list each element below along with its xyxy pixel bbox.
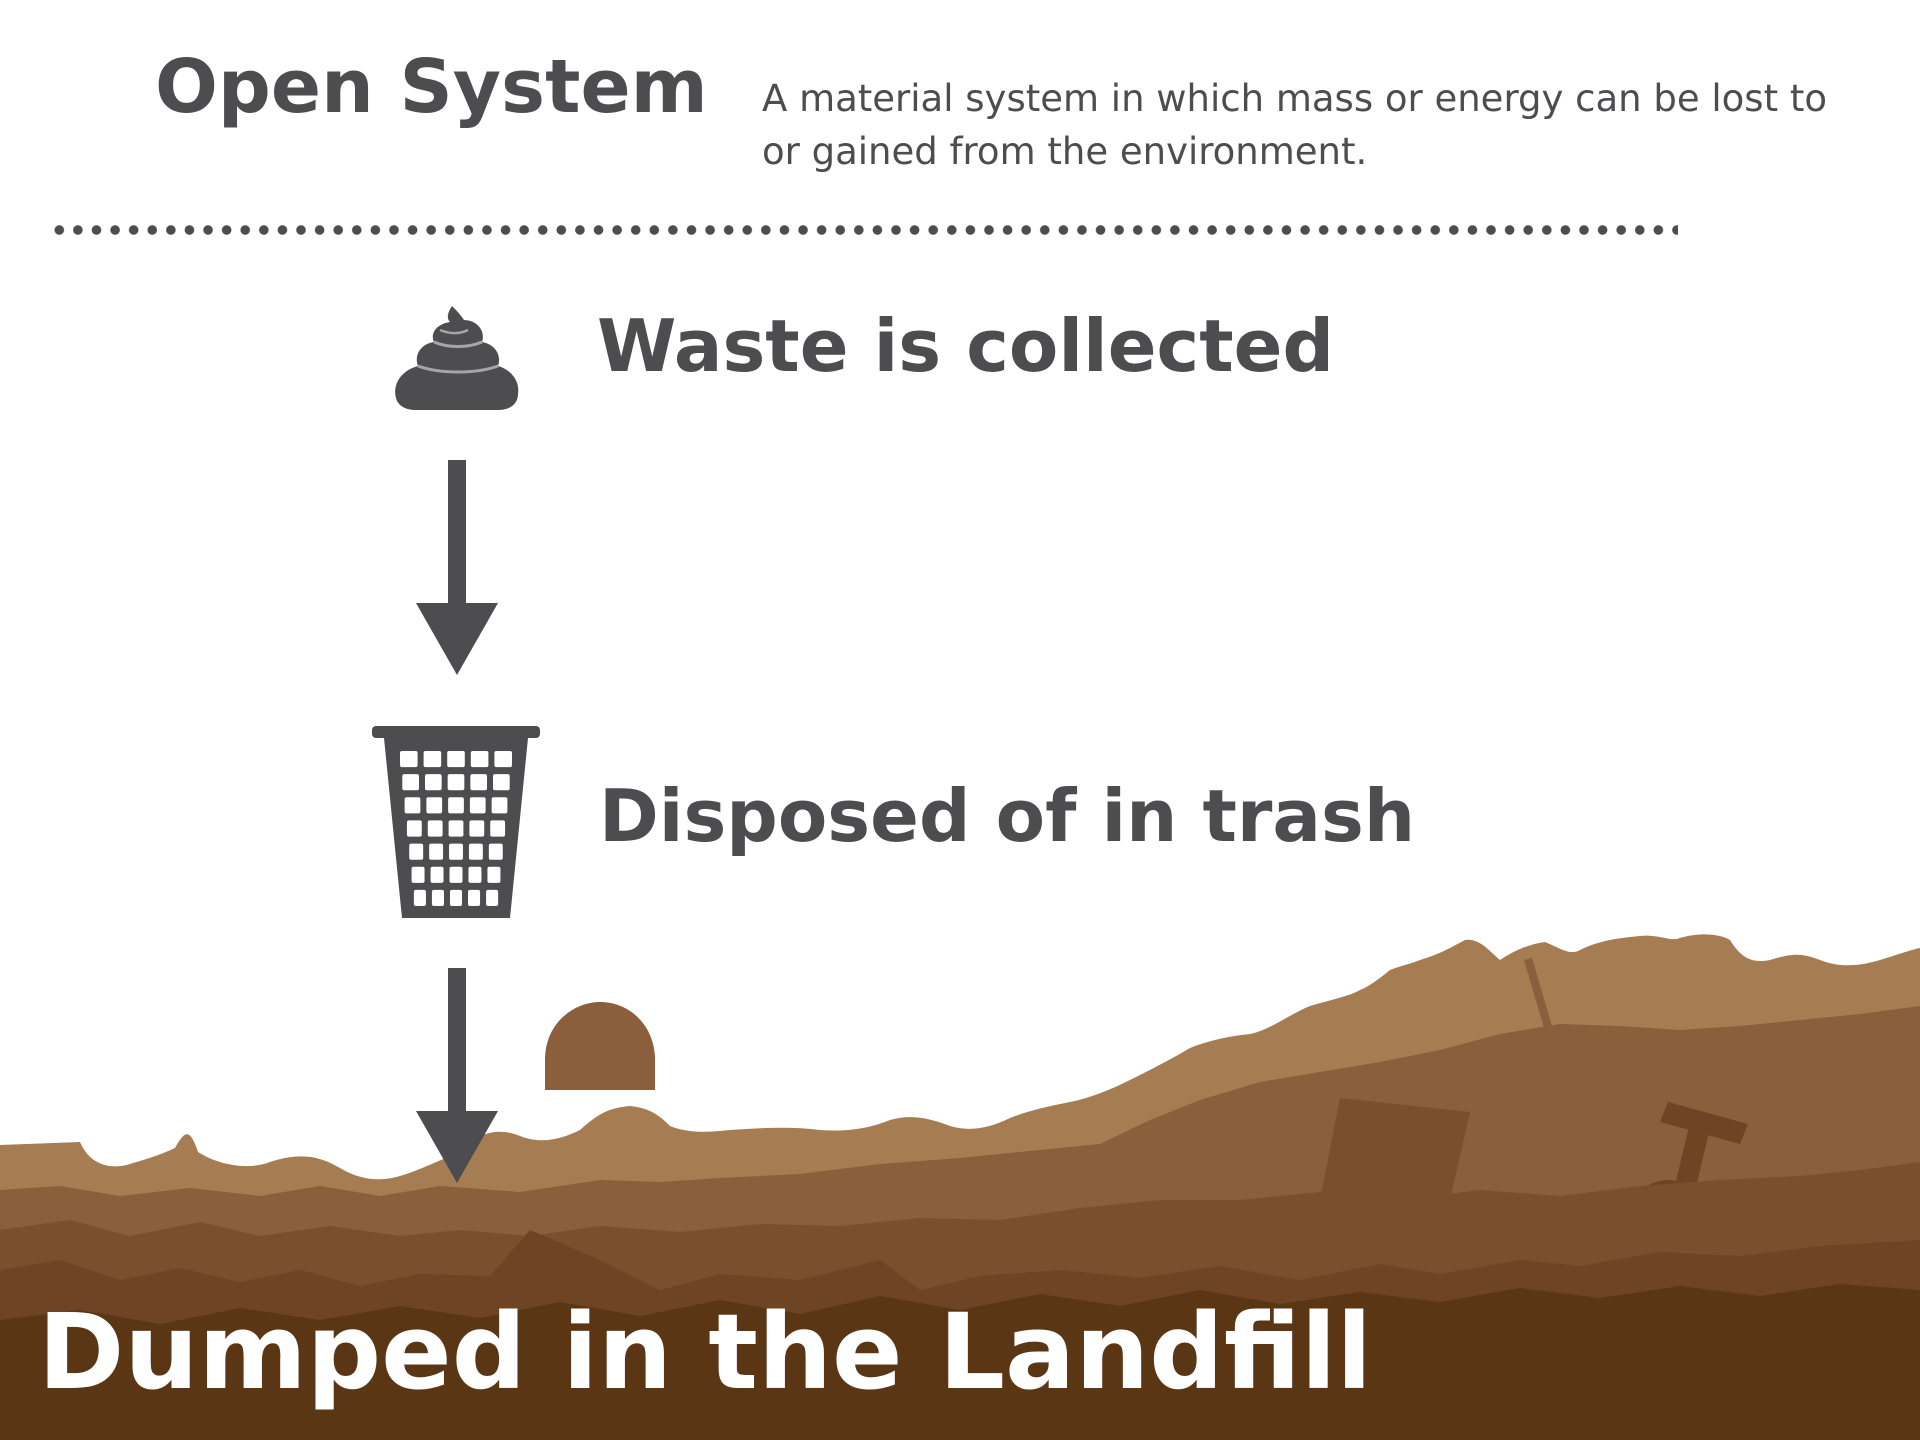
arrow-down-icon (416, 968, 498, 1183)
definition-text: A material system in which mass or energ… (762, 77, 1827, 173)
landfill-illustration (0, 934, 1920, 1440)
step-label-waste-collected: Waste is collected (597, 304, 1335, 388)
arrow-down-icon (416, 460, 498, 675)
poop-icon (395, 306, 519, 410)
dotted-divider (50, 224, 1678, 236)
landfill-title: Dumped in the Landfill (38, 1291, 1373, 1413)
trash-basket-icon (372, 726, 540, 918)
step-label-disposed-in-trash: Disposed of in trash (599, 774, 1416, 858)
page-title: Open System (155, 44, 708, 130)
